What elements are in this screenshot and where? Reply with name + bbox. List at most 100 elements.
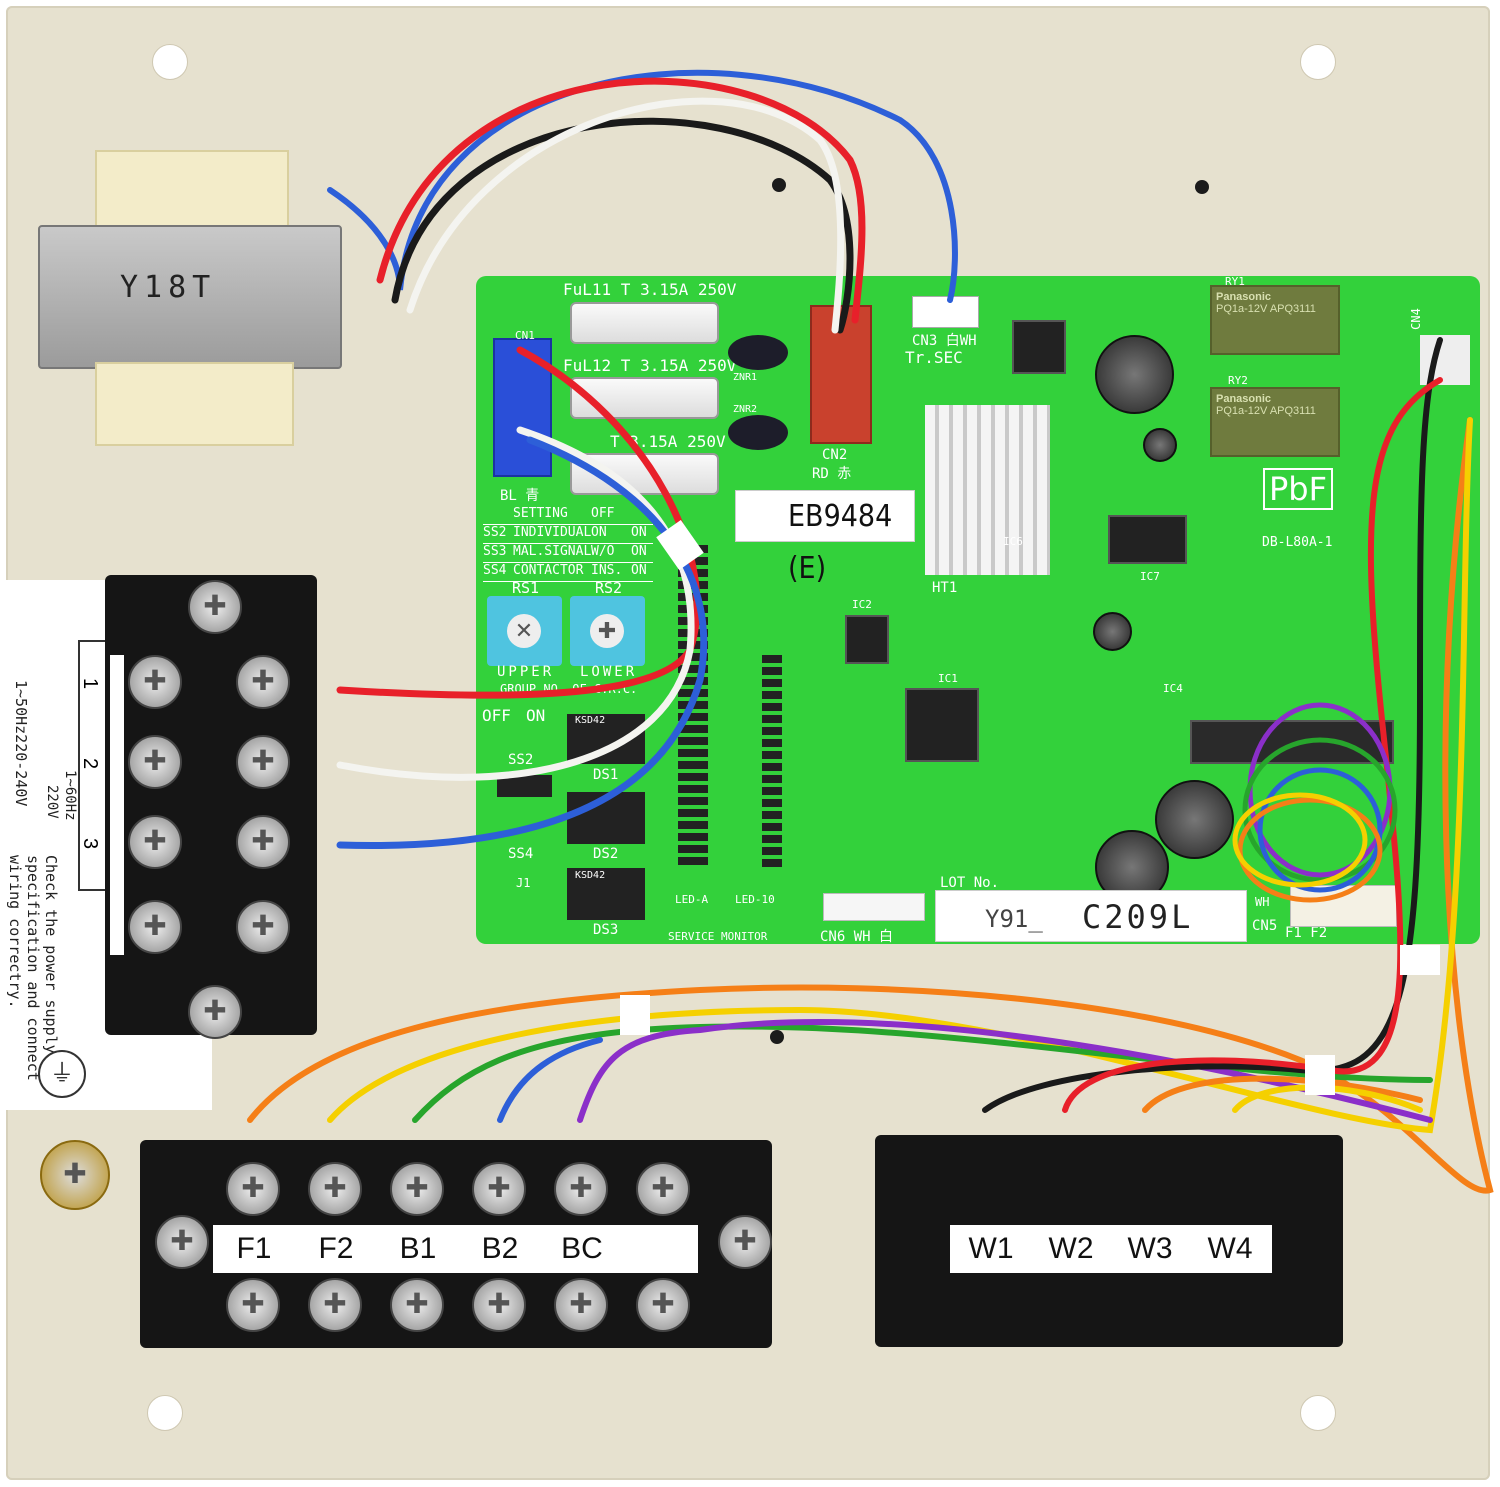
znr2-label: ZNR2 xyxy=(733,404,758,415)
rs2-knob[interactable]: ✚ xyxy=(590,614,624,648)
wire-loop-purple xyxy=(1247,702,1393,878)
lot-sticker xyxy=(935,890,1247,942)
transformer-bobbin-bottom xyxy=(95,362,294,446)
rotary-switch-rs2[interactable]: ✚ xyxy=(570,596,645,666)
cn1-color-label: BL 青 xyxy=(500,488,540,504)
cell: ON xyxy=(631,525,647,540)
terminal-label-f2: F2 xyxy=(318,1232,354,1265)
rs1-label: RS1 xyxy=(512,579,540,597)
cn2-label: CN2 xyxy=(822,447,848,463)
terminal-screw-top[interactable]: ✚ xyxy=(390,1162,444,1216)
terminal-screw-top[interactable]: ✚ xyxy=(554,1162,608,1216)
wire-blue xyxy=(336,436,708,849)
ry2-label: RY2 xyxy=(1228,374,1248,387)
cn2-color-label: RD 赤 xyxy=(812,466,852,482)
terminal-label-w1: W1 xyxy=(968,1232,1014,1265)
terminal-label-bc: BC xyxy=(561,1232,603,1265)
capacitor xyxy=(1093,612,1132,651)
terminal-label-b1: B1 xyxy=(399,1232,437,1265)
cn5-label: CN5 xyxy=(1252,918,1278,934)
terminal-screw-l4[interactable]: ✚ xyxy=(128,900,182,954)
ss4-label: SS4 xyxy=(508,846,534,862)
board-id: EB9484 (E) xyxy=(735,490,915,586)
terminal-screw-bottom[interactable]: ✚ xyxy=(636,1278,690,1332)
board-model: DB-L80A-1 xyxy=(1262,535,1333,550)
fuse-2-label: FuL12 T 3.15A 250V xyxy=(563,356,737,375)
fuse-2 xyxy=(570,377,719,419)
terminal-screw-top[interactable]: ✚ xyxy=(226,1162,280,1216)
upper-label: UPPER xyxy=(497,664,555,680)
rotary-switch-rs1[interactable]: ✕ xyxy=(487,596,562,666)
terminal-label-strip-left: F1 F2 B1 B2 BC xyxy=(213,1225,698,1273)
lot-label: LOT No. xyxy=(940,875,1000,891)
screw-icon: ✚ xyxy=(188,985,242,1039)
ic7-label: IC7 xyxy=(1140,570,1160,583)
transformer-marking: Y18T xyxy=(120,270,217,305)
wire-yellow xyxy=(327,417,1473,1134)
terminal-screw-bottom[interactable]: ✚ xyxy=(308,1278,362,1332)
terminal-label-b2: B2 xyxy=(481,1232,519,1265)
led-a-label: LED-A xyxy=(675,893,709,906)
wire-loop-green xyxy=(1242,737,1398,883)
wire-white xyxy=(336,426,695,781)
terminal-screw-r2[interactable]: ✚ xyxy=(236,735,290,789)
notice-diagram xyxy=(78,640,110,891)
wire-blue xyxy=(497,1037,603,1123)
fuse-1-label: FuL11 T 3.15A 250V xyxy=(563,280,737,299)
wire-red xyxy=(376,77,866,324)
dip-switch-ds3[interactable] xyxy=(567,868,645,920)
ds2-label: DS2 xyxy=(593,846,619,862)
ds3-ksd-label: KSD42 xyxy=(575,870,606,881)
cell: MAL.SIGNAL xyxy=(513,544,592,559)
terminal-screw-bottom[interactable]: ✚ xyxy=(390,1278,444,1332)
slide-switch-ss3[interactable] xyxy=(497,775,552,797)
ic1-label: IC1 xyxy=(938,672,958,685)
rs1-knob[interactable]: ✕ xyxy=(507,614,541,648)
wire-red xyxy=(1062,377,1443,1113)
cell: CONTACTOR xyxy=(513,563,584,578)
cable-tie xyxy=(1305,1055,1335,1095)
terminal-screw-l3[interactable]: ✚ xyxy=(128,815,182,869)
wh-label: WH xyxy=(1255,895,1270,909)
terminal-screw-bottom[interactable]: ✚ xyxy=(554,1278,608,1332)
capacitor xyxy=(1155,780,1234,859)
j1-label: J1 xyxy=(516,876,531,890)
terminal-label-w4: W4 xyxy=(1207,1232,1253,1265)
fuse-1 xyxy=(570,302,719,344)
terminal-screw-l2[interactable]: ✚ xyxy=(128,735,182,789)
mounting-hole xyxy=(147,1395,183,1431)
cn1-label: CN1 xyxy=(515,329,535,342)
mount-screw[interactable]: ✚ xyxy=(718,1215,772,1269)
ds1-ksd-label: KSD42 xyxy=(575,715,606,726)
terminal-screw-r3[interactable]: ✚ xyxy=(236,815,290,869)
ds3-label: DS3 xyxy=(593,922,619,938)
terminal-screw-r1[interactable]: ✚ xyxy=(236,655,290,709)
header-cell: OFF xyxy=(591,506,615,521)
terminal-screw-top[interactable]: ✚ xyxy=(636,1162,690,1216)
terminal-screw-top[interactable]: ✚ xyxy=(308,1162,362,1216)
heatsink-label: HT1 xyxy=(932,580,958,596)
pbf-mark: PbF xyxy=(1263,468,1334,510)
terminal-screw-bottom[interactable]: ✚ xyxy=(226,1278,280,1332)
wire-black xyxy=(391,117,854,334)
terminal-number-strip xyxy=(110,655,124,955)
cable-tie xyxy=(1400,945,1440,975)
wire-orange xyxy=(247,417,1494,1194)
terminal-screw-l1[interactable]: ✚ xyxy=(128,655,182,709)
cell: ON xyxy=(631,563,647,578)
varistor xyxy=(728,335,788,370)
wire-orange xyxy=(1142,1075,1423,1113)
ground-screw[interactable]: ✚ xyxy=(40,1140,110,1210)
terminal-screw-r4[interactable]: ✚ xyxy=(236,900,290,954)
terminal-screw-top[interactable]: ✚ xyxy=(472,1162,526,1216)
wire-green xyxy=(412,1023,1433,1123)
mount-screw[interactable]: ✚ xyxy=(155,1215,209,1269)
ic4-chip xyxy=(1190,720,1394,764)
terminal-screw-bottom[interactable]: ✚ xyxy=(472,1278,526,1332)
terminal-label-f1: F1 xyxy=(236,1232,272,1265)
cn3-connector xyxy=(912,296,979,328)
